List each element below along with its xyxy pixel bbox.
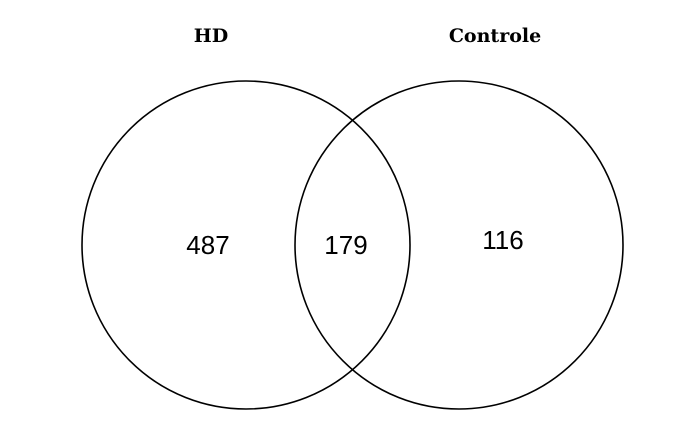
set-circle-right	[294, 80, 624, 410]
count-left-only: 487	[186, 230, 229, 260]
count-right-only: 116	[482, 225, 523, 255]
set-title-left: HD	[194, 25, 228, 47]
set-circle-left	[81, 80, 411, 410]
set-title-right: Controle	[449, 25, 541, 47]
count-intersection: 179	[324, 230, 367, 260]
